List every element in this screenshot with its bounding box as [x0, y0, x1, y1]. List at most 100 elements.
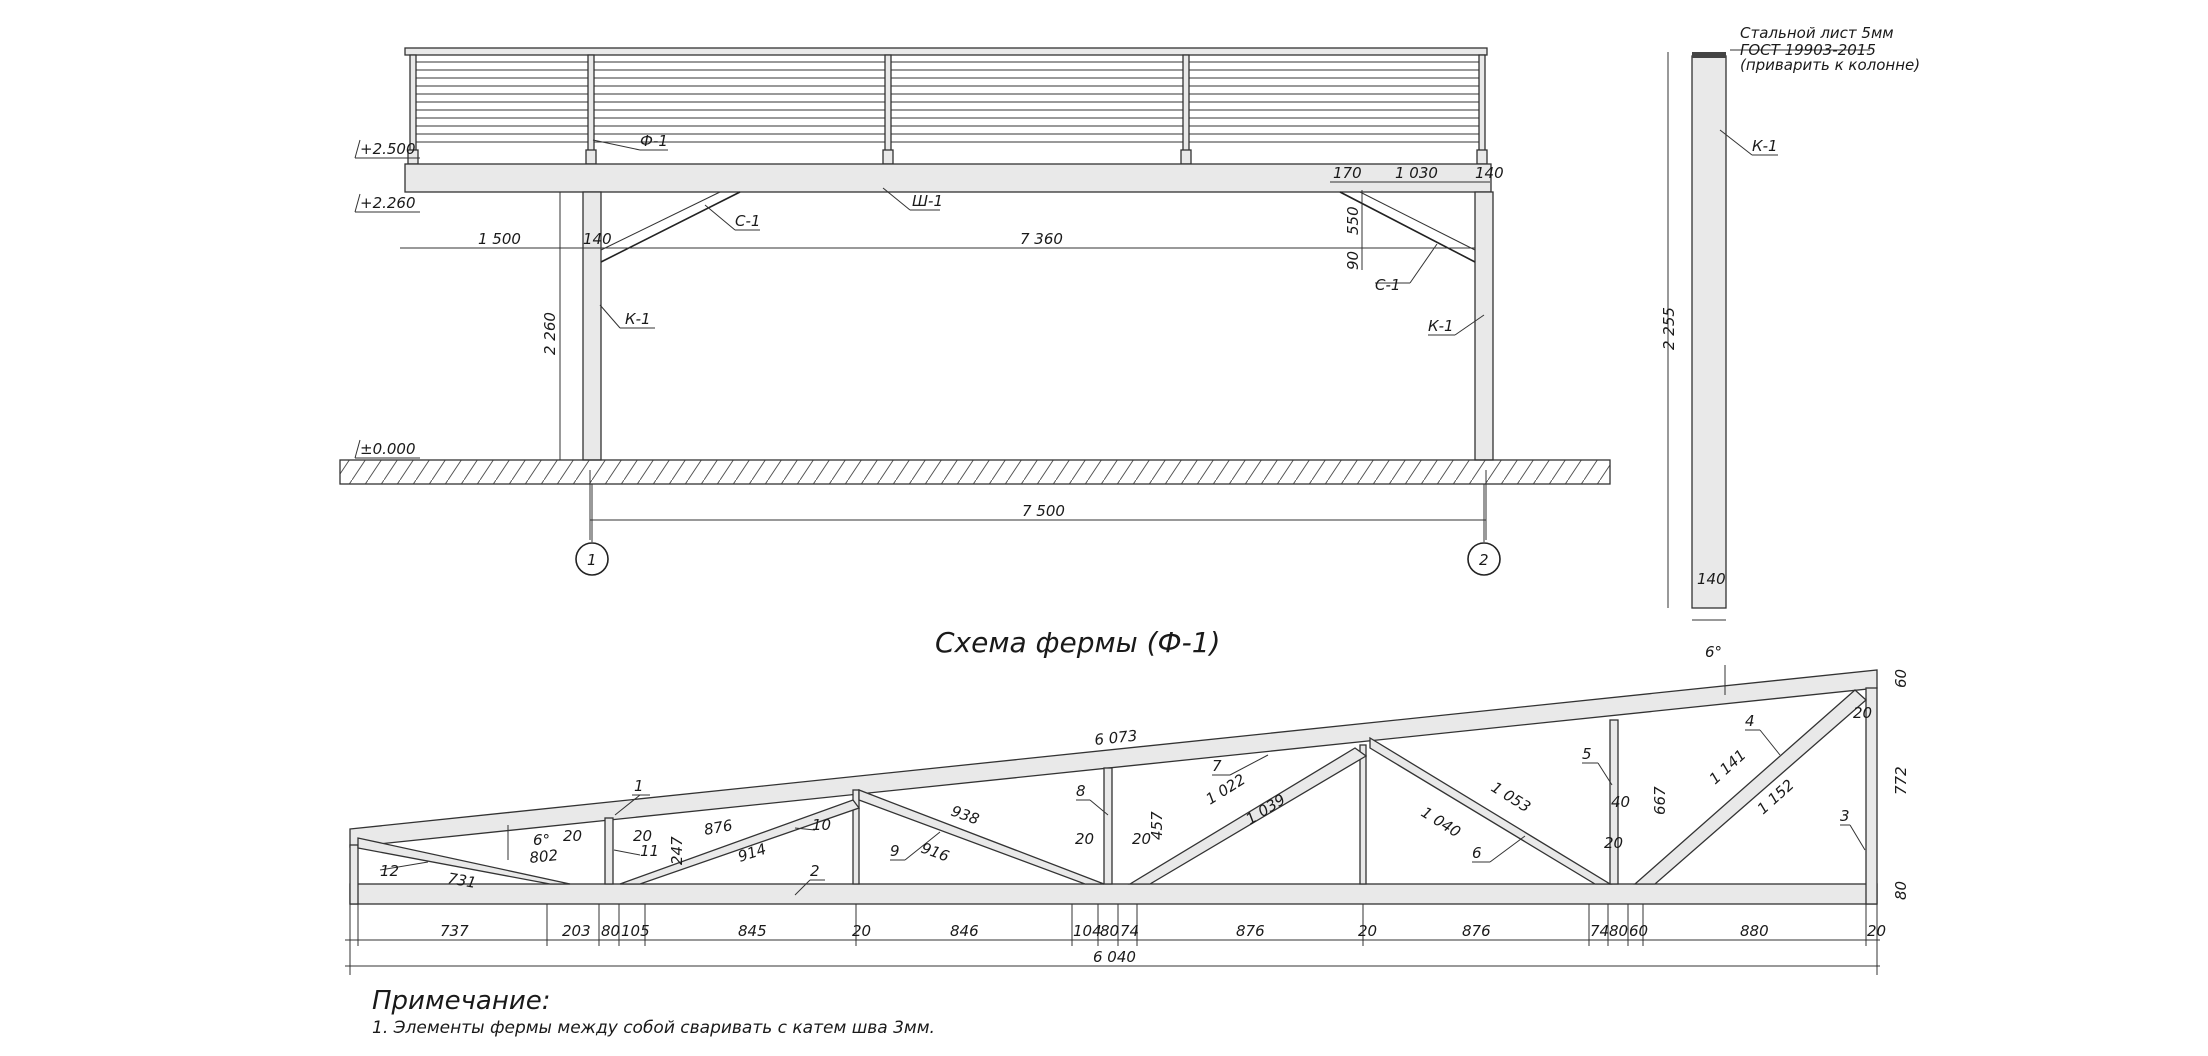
column-note-1: Стальной лист 5мм [1740, 24, 1894, 42]
bottom-dim-9: 74 [1120, 922, 1139, 940]
axis-bubble-1 [575, 542, 609, 576]
truss-bases [407, 149, 1488, 165]
roof-deck [404, 47, 1488, 56]
bottom-dim-13: 74 [1590, 922, 1609, 940]
column-cap-plate [1692, 52, 1726, 58]
dim-876a: 876 [703, 816, 734, 839]
dim-40: 40 [1611, 793, 1630, 811]
column-k1 [1691, 55, 1727, 609]
truss-scheme: Схема фермы (Ф-1) 6° 6° [345, 626, 1910, 975]
column-width: 140 [1697, 570, 1726, 588]
bottom-dim-12: 876 [1462, 922, 1491, 940]
bottom-dim-1: 203 [562, 922, 591, 940]
truss-title: Схема фермы (Ф-1) [935, 626, 1220, 659]
bottom-dim-ticks [357, 904, 1867, 946]
elevation-view: +2.500 +2.260 ±0.000 1 500 140 7 360 2 2… [339, 47, 1611, 576]
dim-span: 7 500 [1022, 502, 1065, 520]
truss-top-chord [349, 669, 1878, 848]
ground [339, 459, 1611, 485]
label-column-left: К-1 [625, 310, 651, 328]
dim-802: 802 [529, 846, 559, 867]
bottom-dim-17: 20 [1867, 922, 1886, 940]
truss-angle-small: 6° [533, 831, 550, 849]
level-beam: +2.260 [360, 194, 416, 212]
dim-20f: 20 [1853, 704, 1872, 722]
elevation-leaders [592, 139, 1485, 336]
column-detail: Стальной лист 5мм ГОСТ 19903-2015 (прива… [1660, 24, 1920, 621]
truss-bottom-chord [349, 883, 1878, 905]
dim-20b: 20 [633, 827, 652, 845]
dim-col-height: 2 260 [541, 312, 559, 355]
label-column-right: К-1 [1428, 317, 1454, 335]
dim-60: 60 [1892, 669, 1910, 688]
label-beam-sh1: Ш-1 [912, 192, 943, 210]
truss-member-8: 8 [1076, 782, 1086, 800]
label-truss-f1: Ф-1 [640, 132, 668, 150]
elevation-dim-lines [400, 181, 1490, 540]
axis-label-1: 1 [587, 551, 597, 569]
axis-bubble-2 [1467, 542, 1501, 576]
truss-member-1: 1 [634, 777, 644, 795]
dim-20e: 20 [1604, 834, 1623, 852]
truss-member-4: 4 [1745, 712, 1755, 730]
roof-purlins [410, 61, 1485, 143]
dim-457: 457 [1148, 811, 1166, 840]
dim-r1030: 1 030 [1395, 164, 1438, 182]
dim-1022: 1 022 [1203, 770, 1249, 808]
dim-916: 916 [919, 839, 952, 866]
dim-col-width: 140 [583, 230, 612, 248]
dim-1040: 1 040 [1418, 803, 1464, 841]
truss-vertical-5 [1609, 719, 1619, 885]
column-right [1474, 191, 1494, 461]
dim-r170: 170 [1333, 164, 1362, 182]
bottom-dim-8: 80 [1100, 922, 1119, 940]
dim-1141: 1 141 [1706, 746, 1750, 788]
truss-vertical-8 [1103, 767, 1113, 885]
note-text: 1. Элементы фермы между собой сваривать … [372, 1018, 935, 1038]
level-marks [354, 139, 420, 459]
truss-vertical-mid [852, 789, 860, 885]
note-block: Примечание: 1. Элементы фермы между собо… [372, 986, 935, 1038]
column-height: 2 255 [1660, 307, 1678, 350]
truss-vertical-11 [604, 817, 614, 885]
label-brace-right: С-1 [1375, 276, 1400, 294]
column-note-3: (приварить к колонне) [1740, 56, 1920, 74]
dim-top-chord: 6 073 [1094, 727, 1139, 749]
beam-sh1 [404, 163, 1492, 193]
level-ground: ±0.000 [360, 440, 416, 458]
axis-label-2: 2 [1479, 551, 1489, 569]
truss-member-3: 3 [1840, 807, 1850, 825]
column-label: К-1 [1752, 137, 1778, 155]
bottom-dim-14: 80 [1609, 922, 1628, 940]
truss-member-2: 2 [810, 862, 820, 880]
bottom-dim-2: 80 [601, 922, 620, 940]
bottom-dim-3: 105 [621, 922, 650, 940]
bottom-dim-11: 20 [1358, 922, 1377, 940]
bottom-dim-16: 880 [1740, 922, 1769, 940]
dim-20a: 20 [563, 827, 582, 845]
truss-member-5: 5 [1582, 745, 1592, 763]
dim-938: 938 [949, 802, 982, 829]
dim-20c: 20 [1075, 830, 1094, 848]
dim-r140: 140 [1475, 164, 1504, 182]
dim-overhang: 1 500 [478, 230, 521, 248]
brace-left [600, 191, 741, 263]
truss-end-post-right [1865, 687, 1878, 905]
dim-667: 667 [1651, 786, 1669, 815]
truss-angle: 6° [1705, 643, 1722, 661]
bottom-dim-7: 104 [1073, 922, 1102, 940]
dim-r550: 550 [1344, 206, 1362, 235]
truss-member-9: 9 [890, 842, 900, 860]
truss-diagonals [357, 689, 1867, 885]
bottom-dim-10: 876 [1236, 922, 1265, 940]
dim-80: 80 [1892, 881, 1910, 900]
bottom-dim-0: 737 [440, 922, 469, 940]
label-brace-left: С-1 [735, 212, 760, 230]
truss-total-dim: 6 040 [1093, 948, 1136, 966]
bottom-dim-4: 845 [738, 922, 767, 940]
truss-vertical-center [1359, 744, 1367, 885]
truss-end-post-left [349, 844, 359, 905]
dim-1039: 1 039 [1243, 790, 1289, 828]
dim-20d: 20 [1132, 830, 1151, 848]
